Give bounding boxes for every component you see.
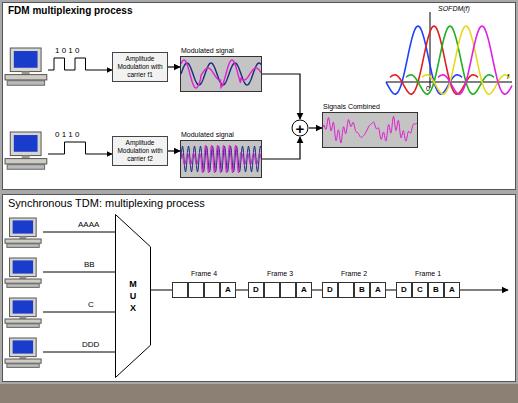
data-stream: C: [88, 300, 94, 310]
frame: Frame 2 D BA: [322, 268, 386, 300]
node-text: D: [249, 283, 263, 297]
axis-label: SOFDM(f): [438, 4, 470, 14]
connector: [168, 66, 180, 67]
bit-string: 1 0 1 0: [55, 46, 79, 56]
empty-slot: [172, 282, 188, 298]
node-text: A: [297, 283, 311, 297]
waveform: [181, 141, 261, 177]
node-text: +: [296, 121, 305, 136]
node-text: Amplitude Modulation with carrier f2: [115, 139, 165, 163]
bit-waveform: [48, 58, 96, 70]
empty-slot: [188, 282, 204, 298]
frame: Frame 3 D A: [248, 268, 312, 300]
slot-cell: D: [248, 282, 264, 298]
signal-box: Modulated signal: [180, 56, 262, 92]
slot-cell: A: [370, 282, 386, 298]
empty-slot: [264, 282, 280, 298]
waveform: [181, 57, 261, 91]
spectrum-curve: [438, 26, 512, 94]
signal-box: Signals Combined: [322, 112, 418, 148]
panel-ground: [3, 195, 516, 382]
slot-cell: D: [396, 282, 412, 298]
modulator-box: Amplitude Modulation with carrier f1: [112, 52, 168, 82]
node-text: D: [323, 283, 337, 297]
input-wire: [43, 272, 115, 273]
frame-label: Frame 1: [396, 268, 460, 280]
slot-cell: A: [444, 282, 460, 298]
node-text: M U X: [129, 278, 138, 314]
input-wire: [43, 232, 115, 233]
node-text: Amplitude Modulation with carrier f1: [115, 55, 165, 79]
signal-box: Modulated signal: [180, 140, 262, 178]
bit-string: 0 1 1 0: [55, 130, 79, 140]
slot-cell: C: [412, 282, 428, 298]
panel: FDM multiplexing processAmplitude Modula…: [2, 2, 516, 190]
frame-label: Frame 4: [172, 268, 236, 280]
empty-slot: [338, 282, 354, 298]
frame-label: Frame 3: [248, 268, 312, 280]
computer-icon: [5, 132, 47, 169]
modulator-box: Amplitude Modulation with carrier f2: [112, 136, 168, 166]
frame: Frame 4 A: [172, 268, 236, 300]
panel-ground: [3, 3, 516, 190]
slot-cell: A: [296, 282, 312, 298]
data-stream: BB: [84, 260, 95, 270]
input-wire: [43, 312, 115, 313]
connector: [309, 127, 322, 128]
connector: [262, 137, 300, 159]
data-wire: [96, 154, 112, 155]
data-wire: [96, 70, 112, 71]
adder-circle: +: [291, 119, 309, 137]
frame-label: Frame 2: [322, 268, 386, 280]
input-wire: [43, 352, 115, 353]
node-text: C: [413, 283, 427, 297]
node-text: B: [429, 283, 443, 297]
computer-icon: [5, 48, 47, 85]
slot-cell: D: [322, 282, 338, 298]
panel-title: Synchronous TDM: multiplexing process: [2, 194, 516, 212]
axis-label: 0: [426, 84, 430, 94]
slot-cell: B: [428, 282, 444, 298]
data-stream: AAAA: [78, 220, 99, 230]
node-text: A: [371, 283, 385, 297]
empty-slot: [280, 282, 296, 298]
connector: [168, 150, 180, 151]
node-text: D: [397, 283, 411, 297]
slot-cell: A: [220, 282, 236, 298]
computer-icon: [5, 258, 41, 287]
frame: Frame 1 DCBA: [396, 268, 460, 300]
node-text: B: [355, 283, 369, 297]
bit-waveform: [48, 142, 96, 154]
waveform: [323, 113, 417, 147]
multiplexer: M U X: [115, 214, 151, 378]
node-text: A: [221, 283, 235, 297]
node-text: A: [445, 283, 459, 297]
slot-cell: B: [354, 282, 370, 298]
connector: [262, 74, 300, 119]
bottom-bar: [0, 384, 518, 403]
empty-slot: [204, 282, 220, 298]
computer-icon: [5, 218, 41, 247]
computer-icon: [5, 338, 41, 367]
computer-icon: [5, 298, 41, 327]
data-stream: DDD: [82, 340, 99, 350]
axis-label: f: [507, 72, 509, 82]
